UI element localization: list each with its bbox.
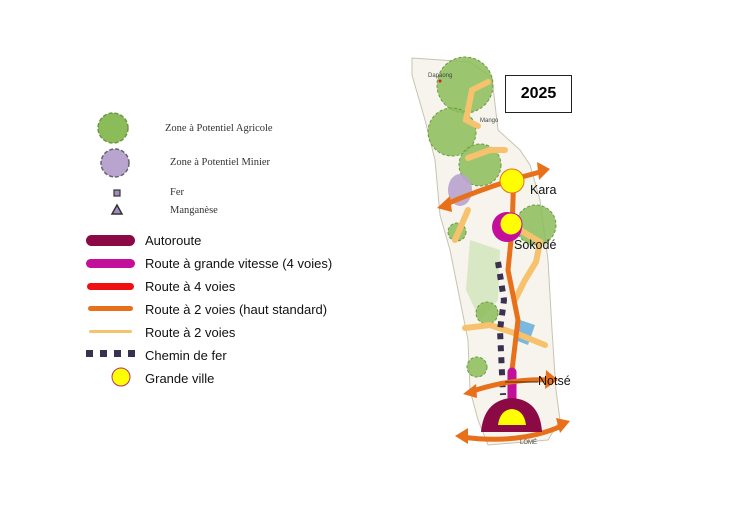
arrowhead-icon [556, 418, 570, 433]
city-label-sokode: Sokodé [514, 238, 557, 252]
arrowhead-icon [545, 370, 558, 389]
two-lane-roads [452, 79, 548, 348]
autoroute-swatch [86, 235, 135, 246]
legend-label-manganese: Manganèse [170, 205, 218, 216]
city-label-mango: Mango [480, 118, 499, 124]
legend-label-major-city: Grande ville [145, 371, 215, 386]
agri-zone-south-west [466, 356, 488, 378]
legend-label-high-speed: Route à grande vitesse (4 voies) [145, 256, 333, 271]
arrowhead-icon [455, 428, 468, 444]
lome-city [498, 409, 526, 425]
legend-label-two-lane-high: Route à 2 voies (haut standard) [145, 302, 328, 317]
four-lane-road-swatch [87, 283, 134, 290]
legend-label-four-lane: Route à 4 voies [145, 279, 236, 294]
arrowhead-icon [537, 162, 550, 180]
dapaong-dot [438, 79, 442, 83]
sokode-city [499, 212, 523, 236]
arrowhead-icon [437, 196, 452, 212]
city-label-notse: Notsé [538, 374, 571, 388]
agri-zone-dapaong [436, 56, 494, 114]
legend-label-mining: Zone à Potentiel Minier [170, 157, 271, 168]
high-speed-road-swatch [86, 259, 135, 268]
city-label-lome: LOMÉ [520, 440, 538, 446]
two-lane-road-swatch [89, 330, 132, 333]
year-label: 2025 [505, 75, 572, 113]
legend-label-iron: Fer [170, 187, 184, 198]
city-label-kara: Kara [530, 183, 557, 197]
legend-label-two-lane: Route à 2 voies [145, 325, 236, 340]
legend-label-autoroute: Autoroute [145, 233, 202, 248]
kara-transversal-arrow [443, 169, 541, 208]
kara-city [499, 168, 525, 194]
arrowhead-icon [463, 384, 477, 398]
major-city-symbol [111, 367, 131, 387]
forest-area [466, 240, 500, 320]
legend-symbols [86, 112, 135, 387]
city-label-dapaong: Dapaong [428, 73, 453, 79]
railway-swatch [86, 350, 135, 357]
two-lane-high-standard-swatch [88, 306, 133, 311]
agricultural-zone-symbol [97, 112, 129, 144]
legend-label-agricultural: Zone à Potentiel Agricole [165, 123, 273, 134]
agri-zone-centre [475, 301, 499, 325]
iron-symbol [113, 189, 121, 197]
lome-transversal-arrow [461, 422, 566, 442]
railway-line [495, 261, 508, 396]
mining-zone-symbol [100, 148, 130, 178]
legend-label-railway: Chemin de fer [145, 348, 227, 363]
manganese-symbol [110, 203, 124, 215]
